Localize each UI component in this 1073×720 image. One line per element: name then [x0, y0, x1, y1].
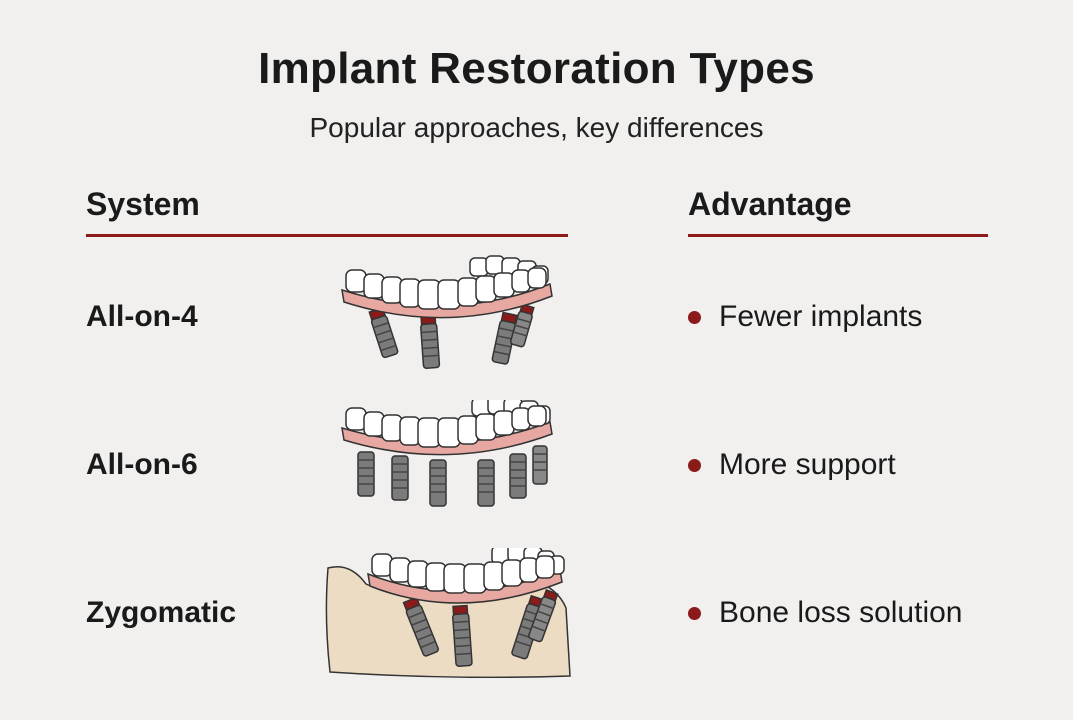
column-header-system: System [86, 186, 200, 222]
restoration-row-all-on-4: All-on-4 Fewer implants [0, 252, 1073, 382]
advantage-text: Bone loss solution [719, 596, 963, 629]
restoration-row-all-on-6: All-on-6 More support [0, 395, 1073, 530]
all-on-6-icon [341, 395, 553, 507]
advantage-item: More support [688, 448, 896, 482]
bullet-icon [688, 310, 701, 324]
bullet-icon [688, 458, 701, 472]
advantage-text: Fewer implants [719, 300, 923, 333]
restoration-row-zygomatic: Zygomatic Bone loss solutio [0, 543, 1073, 679]
all-on-6-illustration [320, 395, 580, 530]
bullet-icon [688, 606, 701, 620]
advantage-item: Fewer implants [688, 300, 922, 334]
advantage-header-divider [688, 234, 988, 237]
system-name: All-on-6 [86, 448, 198, 481]
page-subtitle: Popular approaches, key differences [309, 112, 764, 143]
zygomatic-illustration [320, 543, 580, 679]
all-on-4-icon [341, 255, 553, 369]
advantage-text: More support [719, 448, 896, 481]
system-name: All-on-4 [86, 300, 198, 333]
system-header-divider [86, 234, 568, 237]
all-on-4-illustration [320, 252, 580, 382]
zygomatic-icon [325, 543, 571, 679]
page-title: Implant Restoration Types [258, 44, 815, 93]
column-header-advantage: Advantage [688, 186, 852, 222]
system-name: Zygomatic [86, 596, 237, 629]
advantage-item: Bone loss solution [688, 596, 963, 630]
